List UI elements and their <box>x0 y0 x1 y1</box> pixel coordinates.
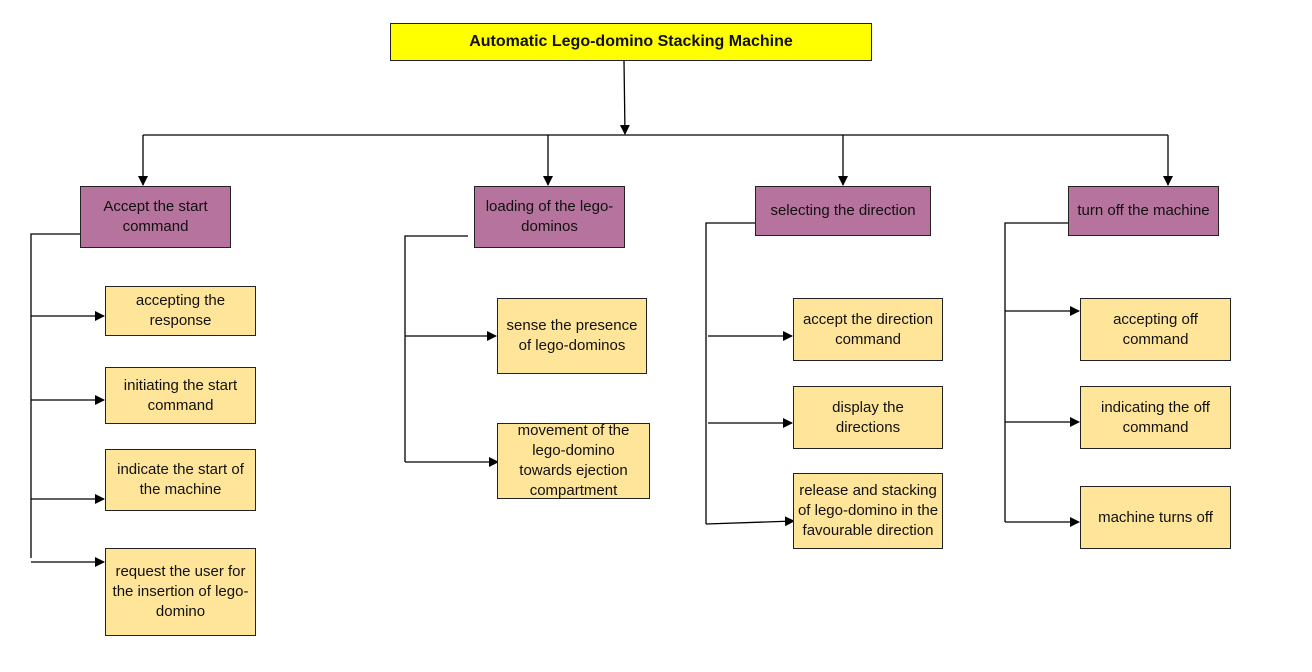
leaf-accept-direction: accept the direction command <box>793 298 943 361</box>
leaf-display-directions: display the directions <box>793 386 943 449</box>
leaf-accepting-off: accepting off command <box>1080 298 1231 361</box>
leaf-indicate-start: indicate the start of the machine <box>105 449 256 511</box>
leaf-machine-turns-off: machine turns off <box>1080 486 1231 549</box>
branch-2-spine <box>404 235 468 462</box>
leaf-movement-ejection: movement of the lego-domino towards ejec… <box>497 422 650 499</box>
leaf-sense-presence: sense the presence of lego-dominos <box>497 298 647 374</box>
root-node: Automatic Lego-domino Stacking Machine <box>390 23 872 61</box>
leaf-initiating-start-command: initiating the start command <box>105 367 256 424</box>
child-3-3-connector <box>705 516 795 527</box>
branch-3-spine <box>705 222 755 524</box>
leaf-indicating-off: indicating the off command <box>1080 386 1231 449</box>
branch-node-selecting-direction: selecting the direction <box>755 186 931 236</box>
branch-4-spine <box>1004 222 1068 522</box>
leaf-request-insertion: request the user for the insertion of le… <box>105 548 256 636</box>
leaf-accepting-response: accepting the response <box>105 286 256 336</box>
root-connector <box>619 60 630 135</box>
branch-1-spine <box>30 233 80 558</box>
branch-node-start-command: Accept the start command <box>80 186 231 248</box>
branch-node-turn-off: turn off the machine <box>1068 186 1219 236</box>
branch-node-loading: loading of the lego-dominos <box>474 186 625 248</box>
leaf-release-stacking: release and stacking of lego-domino in t… <box>793 473 943 549</box>
